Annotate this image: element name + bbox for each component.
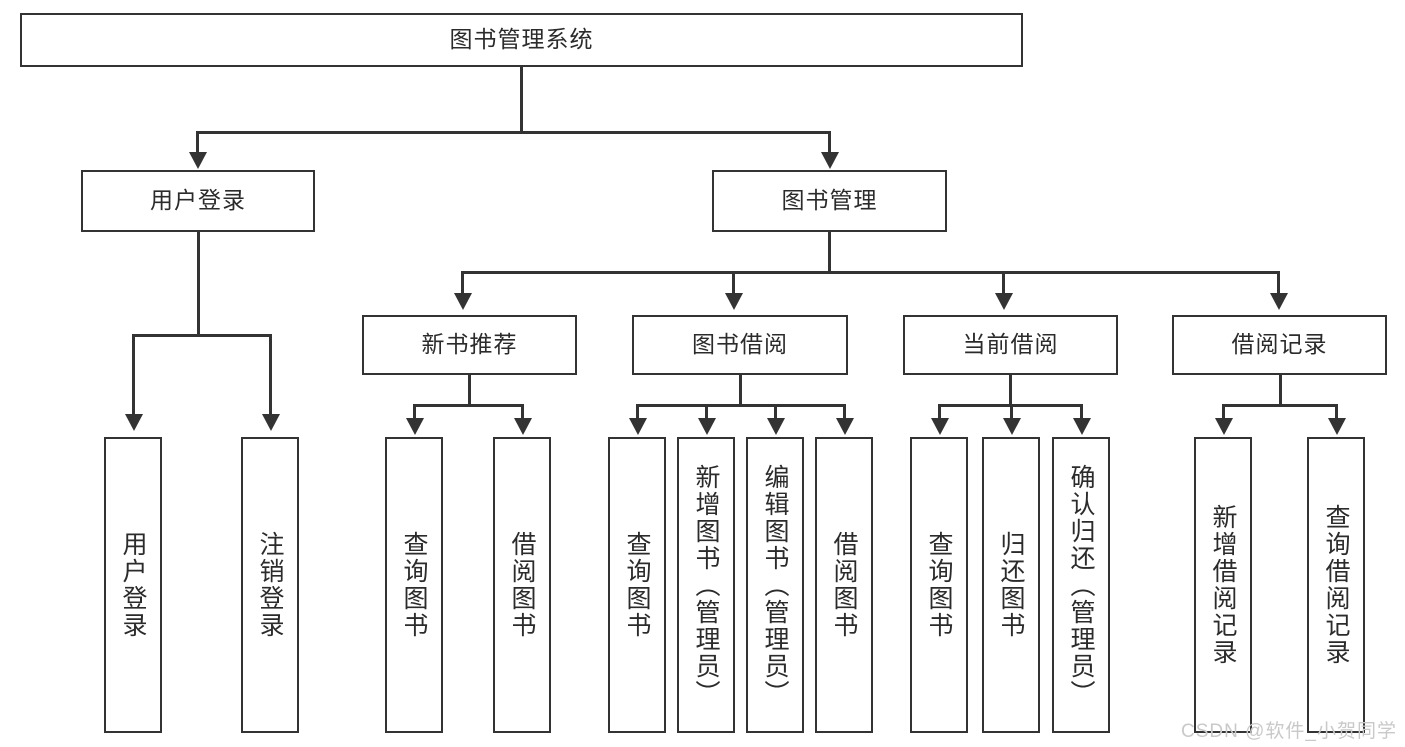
- connector-new-book-drop-2: [521, 404, 524, 420]
- node-label: 借阅图书: [830, 531, 858, 639]
- arrowhead-current-borrow-leaf-1: [931, 418, 949, 435]
- node-label: 新增图书（管理员）: [692, 463, 720, 707]
- connector-current-borrow-stem: [1009, 375, 1012, 407]
- arrowhead-new-book-leaf-2: [514, 418, 532, 435]
- leaf-query-book-borrow[interactable]: 查询图书: [608, 437, 666, 733]
- node-current-borrow[interactable]: 当前借阅: [903, 315, 1118, 375]
- arrowhead-to-borrow-record: [1270, 293, 1288, 310]
- node-label: 确认归还（管理员）: [1067, 463, 1095, 707]
- leaf-add-borrow-record[interactable]: 新增借阅记录: [1194, 437, 1252, 733]
- node-book-management[interactable]: 图书管理: [712, 170, 947, 232]
- node-label: 查询图书: [400, 531, 428, 639]
- connector-new-book-stem: [468, 375, 471, 407]
- node-label: 借阅记录: [1231, 331, 1328, 358]
- arrowhead-current-borrow-leaf-2: [1003, 418, 1021, 435]
- arrowhead-to-book-management: [821, 152, 839, 169]
- connector-level3-bar: [462, 271, 1280, 274]
- node-label: 图书管理系统: [449, 26, 594, 53]
- connector-level2-bar: [197, 131, 831, 134]
- node-book-borrow[interactable]: 图书借阅: [632, 315, 848, 375]
- connector-new-book-bar: [414, 404, 524, 407]
- arrowhead-to-current-borrow: [995, 293, 1013, 310]
- node-label: 查询图书: [623, 531, 651, 639]
- arrowhead-user-login-leaf-1: [125, 414, 143, 431]
- node-label: 新书推荐: [421, 331, 518, 358]
- connector-book-borrow-stem: [739, 375, 742, 407]
- connector-user-login-drop-2: [269, 334, 272, 416]
- arrowhead-new-book-leaf-1: [406, 418, 424, 435]
- leaf-confirm-return[interactable]: 确认归还（管理员）: [1052, 437, 1110, 733]
- connector-new-book-drop-1: [413, 404, 416, 420]
- arrowhead-current-borrow-leaf-3: [1073, 418, 1091, 435]
- connector-current-borrow-drop-2: [1010, 404, 1013, 420]
- leaf-borrow-book-new[interactable]: 借阅图书: [493, 437, 551, 733]
- node-borrow-record[interactable]: 借阅记录: [1172, 315, 1387, 375]
- node-label: 归还图书: [997, 531, 1025, 639]
- arrowhead-borrow-record-leaf-1: [1215, 418, 1233, 435]
- node-user-login[interactable]: 用户登录: [81, 170, 315, 232]
- node-label: 注销登录: [256, 531, 284, 639]
- connector-current-borrow-drop-1: [938, 404, 941, 420]
- node-label: 当前借阅: [962, 331, 1059, 358]
- arrowhead-user-login-leaf-2: [262, 414, 280, 431]
- arrowhead-book-borrow-leaf-4: [836, 418, 854, 435]
- connector-to-new-book-recommend: [461, 271, 464, 295]
- arrowhead-to-new-book-recommend: [454, 293, 472, 310]
- node-label: 图书借阅: [692, 331, 788, 358]
- arrowhead-book-borrow-leaf-3: [767, 418, 785, 435]
- leaf-add-book[interactable]: 新增图书（管理员）: [677, 437, 735, 733]
- leaf-edit-book[interactable]: 编辑图书（管理员）: [746, 437, 804, 733]
- node-label: 查询图书: [925, 531, 953, 639]
- node-label: 借阅图书: [508, 531, 536, 639]
- leaf-user-login[interactable]: 用户登录: [104, 437, 162, 733]
- arrowhead-to-book-borrow: [725, 293, 743, 310]
- connector-borrow-record-bar: [1223, 404, 1337, 407]
- connector-user-login-stem: [197, 232, 200, 336]
- leaf-query-book-new[interactable]: 查询图书: [385, 437, 443, 733]
- leaf-query-borrow-record[interactable]: 查询借阅记录: [1307, 437, 1365, 733]
- node-new-book-recommend[interactable]: 新书推荐: [362, 315, 577, 375]
- node-label: 查询借阅记录: [1322, 504, 1350, 666]
- connector-borrow-record-stem: [1279, 375, 1282, 407]
- node-root-book-management-system[interactable]: 图书管理系统: [20, 13, 1023, 67]
- connector-to-book-management: [828, 131, 831, 155]
- connector-book-borrow-drop-3: [774, 404, 777, 420]
- leaf-query-book-current[interactable]: 查询图书: [910, 437, 968, 733]
- connector-user-login-bar: [133, 334, 272, 337]
- node-label: 用户登录: [119, 531, 147, 639]
- connector-book-borrow-drop-4: [843, 404, 846, 420]
- connector-to-book-borrow: [732, 271, 735, 295]
- leaf-return-book[interactable]: 归还图书: [982, 437, 1040, 733]
- connector-root-stem: [520, 67, 523, 133]
- connector-book-borrow-drop-1: [636, 404, 639, 420]
- node-label: 编辑图书（管理员）: [761, 463, 789, 707]
- arrowhead-borrow-record-leaf-2: [1328, 418, 1346, 435]
- connector-book-borrow-bar: [637, 404, 845, 407]
- connector-to-borrow-record: [1277, 271, 1280, 295]
- arrowhead-to-user-login: [189, 152, 207, 169]
- connector-borrow-record-drop-2: [1335, 404, 1338, 420]
- connector-to-current-borrow: [1002, 271, 1005, 295]
- leaf-user-logout[interactable]: 注销登录: [241, 437, 299, 733]
- arrowhead-book-borrow-leaf-1: [629, 418, 647, 435]
- node-label: 新增借阅记录: [1209, 504, 1237, 666]
- arrowhead-book-borrow-leaf-2: [698, 418, 716, 435]
- node-label: 用户登录: [150, 187, 246, 214]
- connector-book-management-stem: [828, 232, 831, 274]
- connector-book-borrow-drop-2: [705, 404, 708, 420]
- connector-borrow-record-drop-1: [1222, 404, 1225, 420]
- node-label: 图书管理: [781, 187, 878, 214]
- connector-to-user-login: [196, 131, 199, 155]
- leaf-borrow-book[interactable]: 借阅图书: [815, 437, 873, 733]
- connector-current-borrow-drop-3: [1080, 404, 1083, 420]
- connector-user-login-drop-1: [132, 334, 135, 416]
